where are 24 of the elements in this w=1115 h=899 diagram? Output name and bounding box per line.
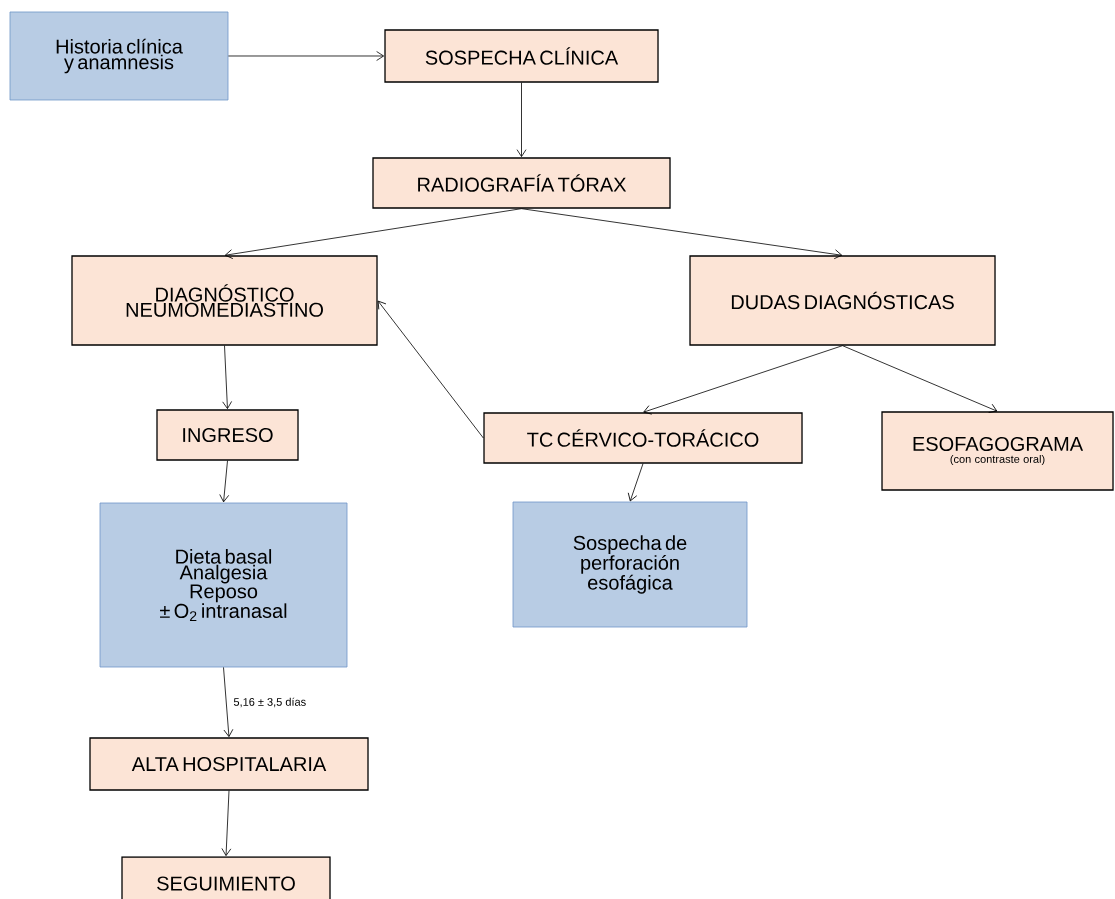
info-box: Historia clínica y anamnesis: [9, 11, 229, 101]
arrow: [228, 51, 384, 61]
process-box: ALTA HOSPITALARIA: [89, 737, 369, 791]
arrow: [221, 790, 232, 856]
info-box: Sospecha de perforación esofágica: [512, 501, 748, 628]
arrow: [224, 208, 522, 259]
process-box: SOSPECHA CLÍNICA: [384, 29, 659, 83]
process-box: SEGUIMIENTO: [121, 856, 331, 899]
process-box: DIAGNÓSTICO NEUMOMEDIASTINO: [71, 255, 378, 346]
arrow: [643, 345, 843, 415]
arrow: [516, 82, 527, 157]
arrow: [627, 463, 644, 502]
process-box: DUDAS DIAGNÓSTICAS: [689, 255, 996, 346]
info-box: Dieta basal Analgesia Reposo ± O$_{2}$ intranasal: [99, 502, 348, 668]
process-box: RADIOGRAFÍA TÓRAX: [372, 157, 671, 209]
arrow: [222, 345, 233, 409]
arrow: [521, 208, 843, 260]
process-box: TC CÉRVICO-TORÁCICO: [483, 412, 803, 464]
arrow: [842, 345, 998, 413]
arrow: [219, 460, 230, 503]
process-box: INGRESO: [156, 409, 299, 461]
arrow: [377, 300, 484, 439]
arrow: [223, 667, 234, 737]
process-box: ESOFAGOGRAMA (con contraste oral): [881, 411, 1114, 491]
